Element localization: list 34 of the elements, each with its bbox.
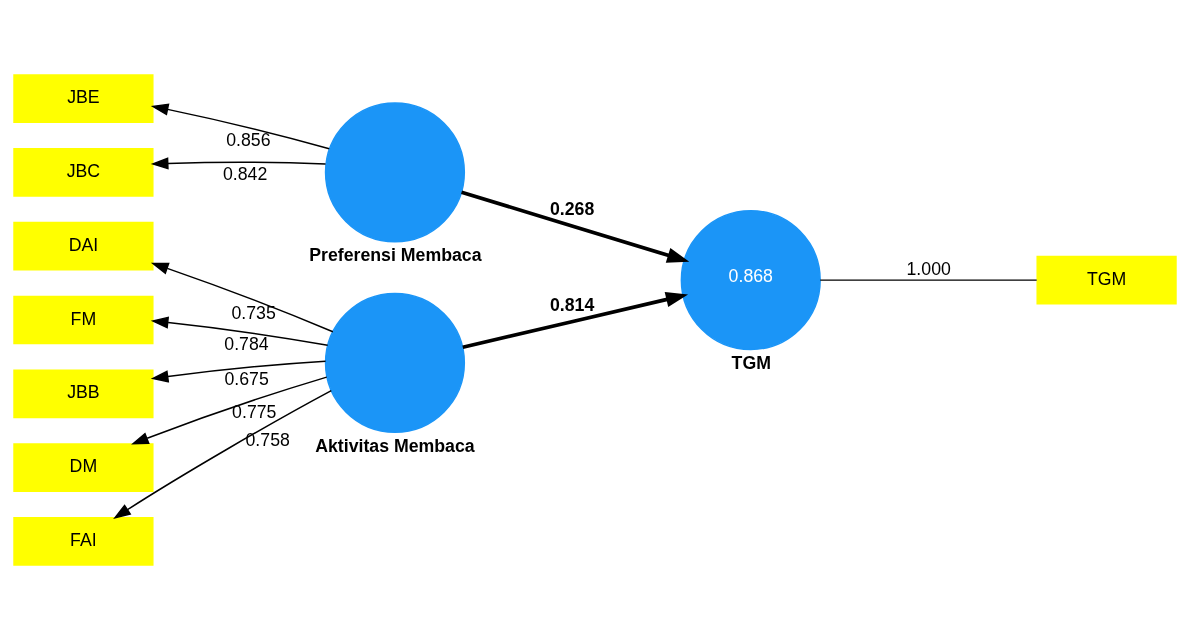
edge-label: 0.735: [231, 302, 276, 323]
edge-label: 0.842: [222, 163, 268, 184]
arrow: [461, 189, 690, 263]
arrow: [150, 102, 330, 149]
node-box: JBB: [13, 368, 154, 418]
node-box: FM: [13, 295, 154, 344]
arrow: [131, 375, 328, 445]
edge-label: 0.675: [224, 368, 269, 389]
edge-label: 0.814: [549, 294, 595, 315]
arrow: [462, 291, 689, 349]
node-label: Preferensi Membaca: [309, 244, 482, 265]
arrow: [113, 389, 333, 519]
node-box: DM: [13, 442, 154, 492]
edge-label: 0.775: [232, 401, 277, 422]
edge-label: 0.758: [245, 429, 290, 450]
node-circle: [324, 101, 466, 242]
arrow: [150, 262, 334, 333]
arrow: [150, 360, 327, 383]
edge-label: 0.856: [226, 129, 271, 150]
edge-label: 1.000: [906, 258, 951, 279]
edge-label: 0.268: [549, 198, 595, 219]
arrow: [150, 156, 327, 170]
node-label: TGM: [731, 352, 771, 373]
node-box: DAI: [13, 221, 154, 271]
edge-label: 0.784: [224, 333, 269, 354]
connector: [819, 278, 1038, 281]
node-box: FAI: [13, 516, 154, 566]
arrow: [150, 315, 329, 346]
node-circle: [324, 292, 466, 433]
node-box: JBC: [13, 147, 154, 197]
node-label: Aktivitas Membaca: [315, 435, 475, 456]
node-circle: 0.868: [680, 209, 821, 350]
node-box: JBE: [13, 73, 154, 123]
node-box: TGM: [1036, 255, 1177, 304]
